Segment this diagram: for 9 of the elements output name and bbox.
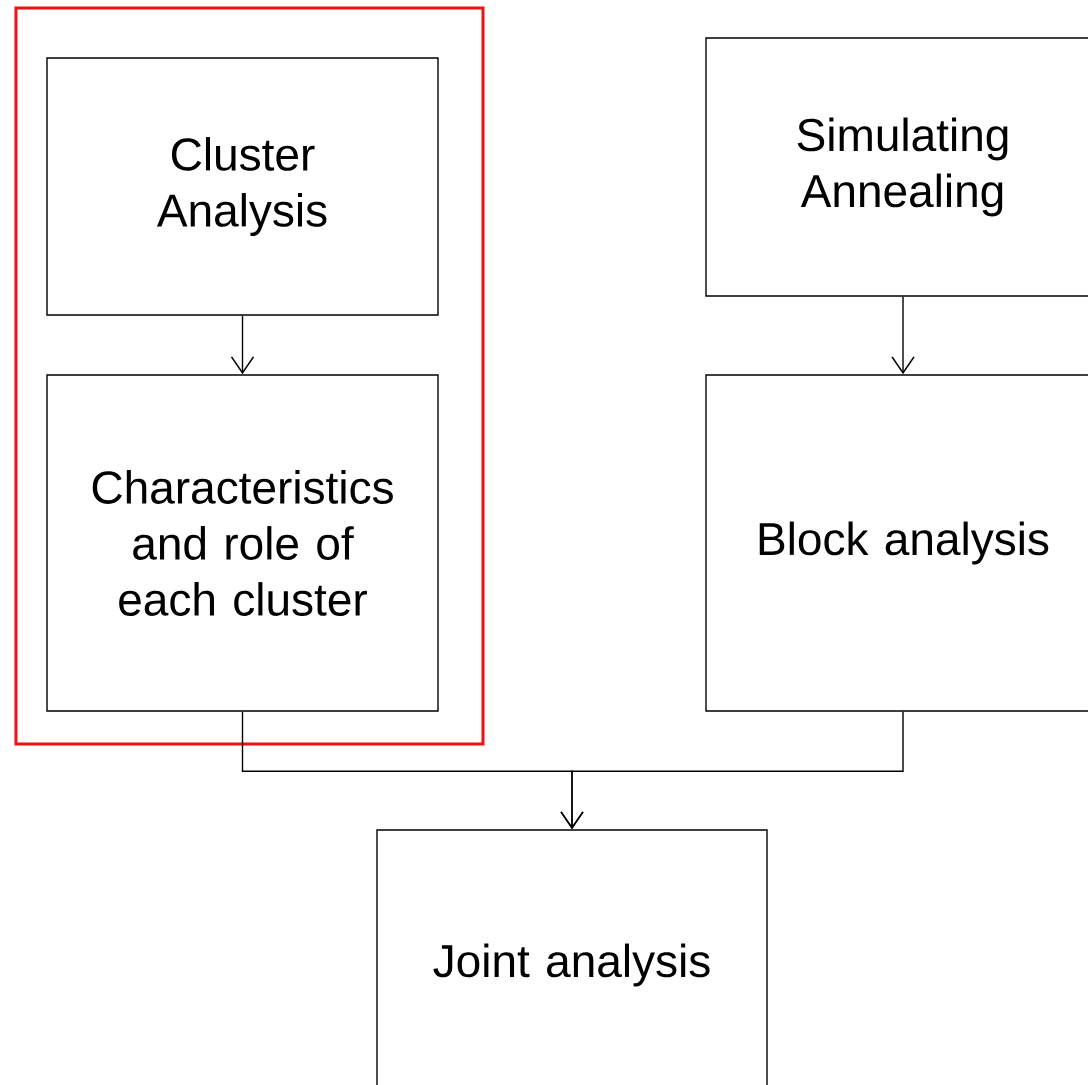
- arrow: [560, 711, 904, 830]
- process-box: Joint analysis: [376, 829, 768, 1085]
- process-box: Block analysis: [705, 374, 1088, 712]
- arrow: [891, 296, 915, 375]
- process-box: Cluster Analysis: [46, 57, 439, 316]
- process-box: Characteristics and role of each cluster: [46, 374, 439, 712]
- process-box: Simulating Annealing: [705, 37, 1088, 297]
- group-frame: [14, 6, 485, 746]
- arrow: [230, 315, 255, 375]
